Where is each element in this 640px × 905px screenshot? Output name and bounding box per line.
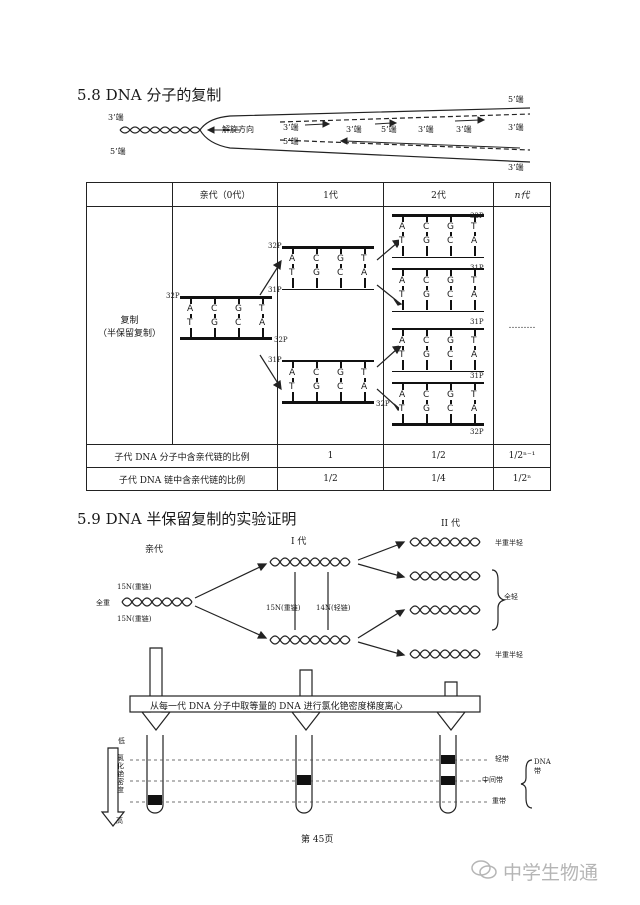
fork-left-top-end: 3’端 [108,113,124,122]
fork-end-label: 5’端 [283,137,299,146]
isotope-label: 31P [470,318,484,326]
isotope-label: 31P [268,356,282,364]
isotope-label: 31P [268,286,282,294]
fork-end-label: 3’端 [508,163,524,172]
page-number: 第 45页 [301,835,334,845]
all-light-label: 全轻 [504,593,518,601]
header-cell: n代 [493,182,551,207]
isotope-label: 32P [166,292,180,300]
n15-heavy-top-label: 15N(重链) [117,583,152,591]
gen2-label: II 代 [441,519,460,529]
gradient-high-label: 高 [116,817,123,825]
fork-end-label: 3’端 [418,125,434,134]
table-cell: 1/2ⁿ⁻¹ [493,444,551,468]
table-cell: 1/2 [383,444,494,468]
table-row: 子代 DNA 链中含亲代链的比例 1/2 1/4 1/2ⁿ [86,467,551,491]
wechat-icon [470,858,498,886]
isotope-label: 32P [274,336,288,344]
row-label-line2: （半保留复制） [97,328,161,339]
fork-end-label: 5’端 [381,125,397,134]
header-cell: 2代 [383,182,494,207]
gradient-label: 氯化铯密度 [117,754,124,794]
isotope-label: 31P [470,264,484,272]
row-label-line1: 复制 [120,315,139,326]
fork-left-bottom-end: 5’端 [110,147,126,156]
header-cell: 1代 [277,182,384,207]
table-cell: 子代 DNA 分子中含亲代链的比例 [86,444,278,468]
light-band-label: 轻带 [495,755,509,763]
header-cell [86,182,173,207]
gradient-low-label: 低 [118,737,125,745]
generation-arrows [259,239,403,411]
all-heavy-label: 全重 [96,599,110,607]
table-row: 子代 DNA 分子中含亲代链的比例 1 1/2 1/2ⁿ⁻¹ [86,444,551,468]
dna-band-label: DNA带 [534,758,551,775]
fork-unwind-direction: 解旋方向 [222,125,254,134]
header-cell: 亲代（0代） [172,182,278,207]
fork-end-label: 3’端 [456,125,472,134]
row-label-cell: 复制 （半保留复制） [86,206,173,445]
half-heavy-top-label: 半重半轻 [495,539,523,547]
parent-label: 亲代 [145,545,164,555]
fork-end-label: 3’端 [508,123,524,132]
half-heavy-bottom-label: 半重半轻 [495,651,523,659]
ellipsis-cell: ……… [493,206,551,445]
heavy-band-label: 重带 [492,797,506,805]
watermark-text: 中学生物通 [503,862,599,884]
mid-band-label: 中间带 [482,776,503,784]
gen1-label: I 代 [291,537,307,547]
isotope-label: 32P [268,242,282,250]
replication-fork-diagram [119,107,531,163]
isotope-label: 31P [470,372,484,380]
isotope-label: 32P [470,212,484,220]
isotope-label: 32P [470,428,484,436]
n14-light-label: 14N(轻链) [316,604,351,612]
table-cell: 1/2 [277,467,384,491]
meselson-stahl-diagram [100,537,533,827]
fork-end-label: 5’端 [508,95,524,104]
table-cell: 子代 DNA 链中含亲代链的比例 [86,467,278,491]
table-cell: 1/2ⁿ [493,467,551,491]
section-title-5-9: 5.9 DNA 半保留复制的实验证明 [77,510,297,528]
n15-heavy-bottom-label: 15N(重链) [117,615,152,623]
fork-end-label: 3’端 [283,123,299,132]
section-title-5-8: 5.8 DNA 分子的复制 [77,86,222,104]
centrifuge-note: 从每一代 DNA 分子中取等量的 DNA 进行氯化铯密度梯度离心 [150,702,403,712]
table-cell: 1 [277,444,384,468]
table-cell: 1/4 [383,467,494,491]
fork-end-label: 3’端 [346,125,362,134]
isotope-label: 32P [376,400,390,408]
n15-mid-label: 15N(重链) [266,604,301,612]
table-header-row: 亲代（0代） 1代 2代 n代 [86,182,551,207]
